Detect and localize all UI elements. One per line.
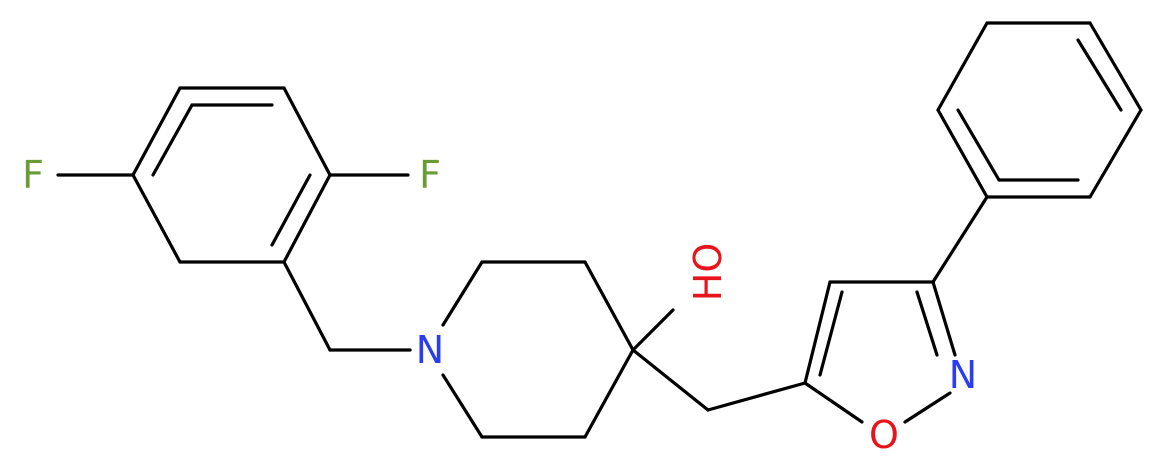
bond xyxy=(282,173,332,264)
hydroxyl-label: HO xyxy=(686,243,730,301)
bond xyxy=(915,290,939,357)
atom-labels: F F N HO N O xyxy=(22,153,977,457)
bond xyxy=(151,103,194,177)
bonds xyxy=(56,21,1143,439)
bond xyxy=(1088,21,1143,112)
bond xyxy=(441,260,484,327)
bond xyxy=(936,108,989,199)
fluorine-atom-label: F xyxy=(22,153,44,197)
nitrogen-atom-label: N xyxy=(949,353,977,397)
bond xyxy=(282,86,332,177)
bond xyxy=(270,173,312,247)
fluorine-atom-label: F xyxy=(419,153,441,197)
bond xyxy=(903,391,952,424)
bond xyxy=(583,348,635,439)
bond xyxy=(931,195,989,284)
bond xyxy=(631,308,675,352)
bond xyxy=(1088,108,1143,199)
bond xyxy=(931,280,957,357)
bond xyxy=(131,173,182,264)
bond xyxy=(631,348,710,412)
bond xyxy=(706,381,807,412)
bond xyxy=(936,21,989,112)
bond xyxy=(803,280,832,385)
bond xyxy=(583,260,635,352)
oxygen-atom-label: O xyxy=(869,413,899,457)
bond xyxy=(441,373,484,439)
bond xyxy=(282,260,332,352)
bond xyxy=(131,86,182,177)
bond xyxy=(1076,38,1123,112)
nitrogen-atom-label: N xyxy=(416,328,444,372)
bond xyxy=(956,108,1001,182)
bond xyxy=(818,290,844,377)
bond xyxy=(803,381,864,424)
